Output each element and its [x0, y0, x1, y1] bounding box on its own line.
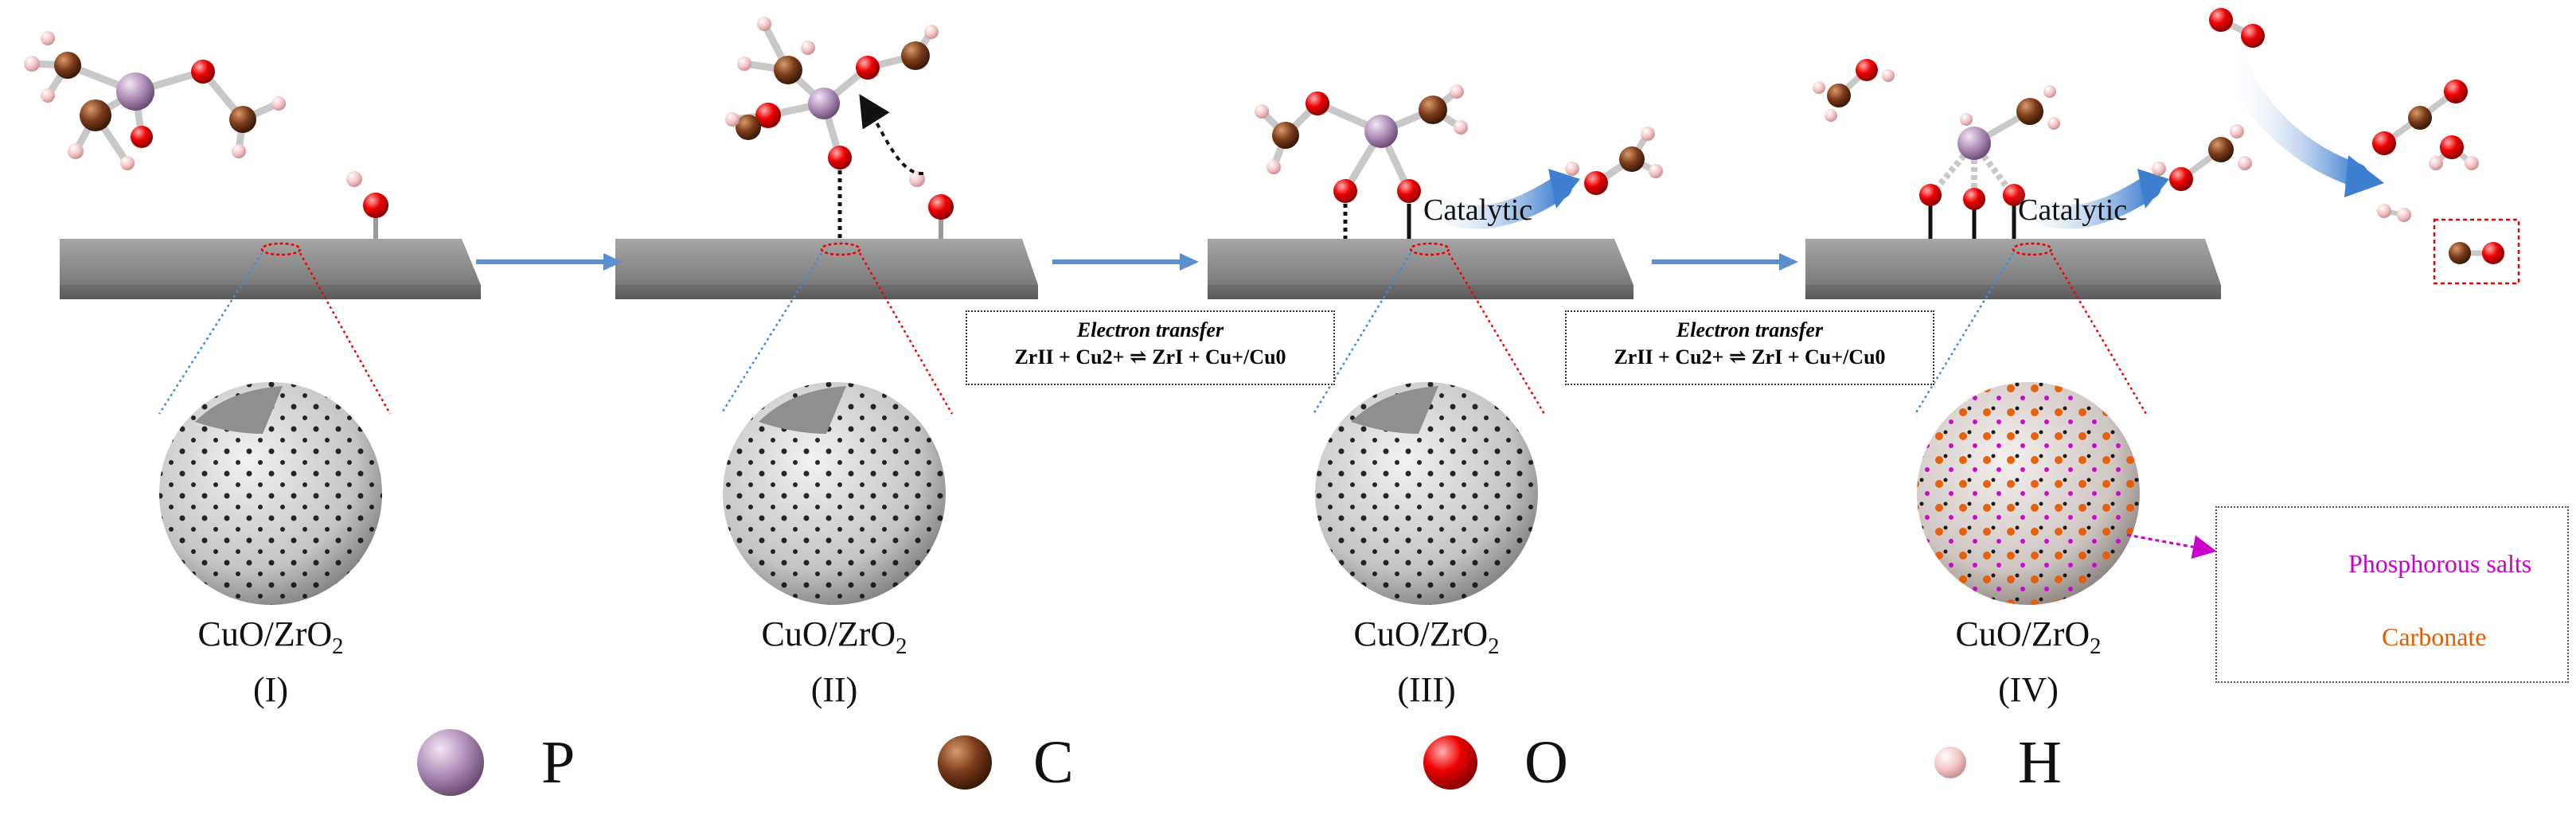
- surface-stage-4: [1805, 239, 2221, 299]
- methanol-product-4b: [2152, 124, 2252, 191]
- process-arrow-1: [476, 253, 623, 271]
- surface-stage-2: [615, 239, 1038, 299]
- stage-caption-3: CuO/ZrO2 (III): [1353, 614, 1500, 709]
- catalytic-flow-3: [1405, 175, 1572, 229]
- stage-caption-4: CuO/ZrO2 (IV): [1955, 614, 2102, 709]
- catalytic-label-3: Catalytic: [1423, 193, 1532, 227]
- zoom-callout-4: [1914, 242, 2148, 415]
- catalyst-sphere-3: [1315, 382, 1538, 605]
- catalyst-sphere-4: [1917, 382, 2140, 605]
- catalyst-sphere-1: [159, 382, 382, 605]
- co-molecule-box: [2433, 218, 2520, 285]
- zoom-callout-3: [1312, 242, 1546, 415]
- stage-caption-1: CuO/ZrO2 (I): [197, 614, 344, 709]
- oxidation-flow: [2217, 36, 2368, 187]
- atom-key-c: C: [1033, 729, 1074, 796]
- surface-stage-1: [60, 239, 481, 299]
- atom-key-o: O: [1524, 729, 1568, 796]
- product-pointer-arrow: [2126, 533, 2217, 560]
- electron-transfer-box-2: Electron transfer ZrII + Cu2+ ⇌ ZrI + Cu…: [1565, 310, 1934, 385]
- atom-key-p: P: [541, 729, 576, 796]
- co2-molecule: [2372, 80, 2468, 155]
- electron-transfer-title-1: Electron transfer: [1076, 318, 1224, 341]
- legend-label-phosphorous-salts: Phosphorous salts: [2348, 549, 2532, 578]
- dmmp-atoms-2: [725, 17, 939, 170]
- methanol-product-4a: [1813, 59, 1895, 122]
- h2o-molecule: [2429, 135, 2479, 170]
- electron-transfer-title-2: Electron transfer: [1676, 318, 1824, 341]
- catalytic-flow-4: [1998, 175, 2161, 229]
- zoom-callout-2: [720, 242, 954, 415]
- catalytic-arrowhead-3: [1548, 169, 1580, 209]
- o2-molecule: [2209, 8, 2265, 48]
- catalytic-label-4: Catalytic: [2018, 193, 2127, 227]
- phosphorus-key-sphere: [417, 729, 484, 796]
- surface-hydroxyl-2: [909, 171, 954, 239]
- dmmp-atoms-1: [24, 31, 286, 170]
- dmmp-atoms-3: [1255, 84, 1468, 203]
- legend-label-carbonate: Carbonate: [2382, 622, 2487, 651]
- attack-arrow-2: [859, 94, 924, 176]
- electron-transfer-equation-2: ZrII + Cu2+ ⇌ ZrI + Cu+/Cu0: [1614, 345, 1886, 369]
- catalyst-sphere-2: [723, 382, 946, 605]
- hydrogen-key-sphere: [1934, 747, 1966, 778]
- zoom-callout-1: [158, 242, 392, 415]
- carbon-key-sphere: [938, 735, 992, 790]
- h2-molecule: [2377, 204, 2411, 222]
- electron-transfer-equation-1: ZrII + Cu2+ ⇌ ZrI + Cu+/Cu0: [1014, 345, 1286, 369]
- oxygen-key-sphere: [1423, 735, 1477, 790]
- surface-stage-3: [1208, 239, 1633, 299]
- products-legend: [2215, 506, 2569, 683]
- surface-hydroxyl-1: [346, 171, 388, 239]
- methanol-product-3: [1565, 127, 1663, 195]
- process-arrow-2: [1052, 253, 1199, 271]
- oxidation-arrowhead: [2344, 155, 2384, 197]
- atom-key-h: H: [2018, 729, 2062, 796]
- catalytic-arrowhead-4: [2137, 169, 2169, 209]
- electron-transfer-box-1: Electron transfer ZrII + Cu2+ ⇌ ZrI + Cu…: [966, 310, 1335, 385]
- stage-caption-2: CuO/ZrO2 (II): [761, 614, 907, 709]
- process-arrow-3: [1652, 253, 1798, 271]
